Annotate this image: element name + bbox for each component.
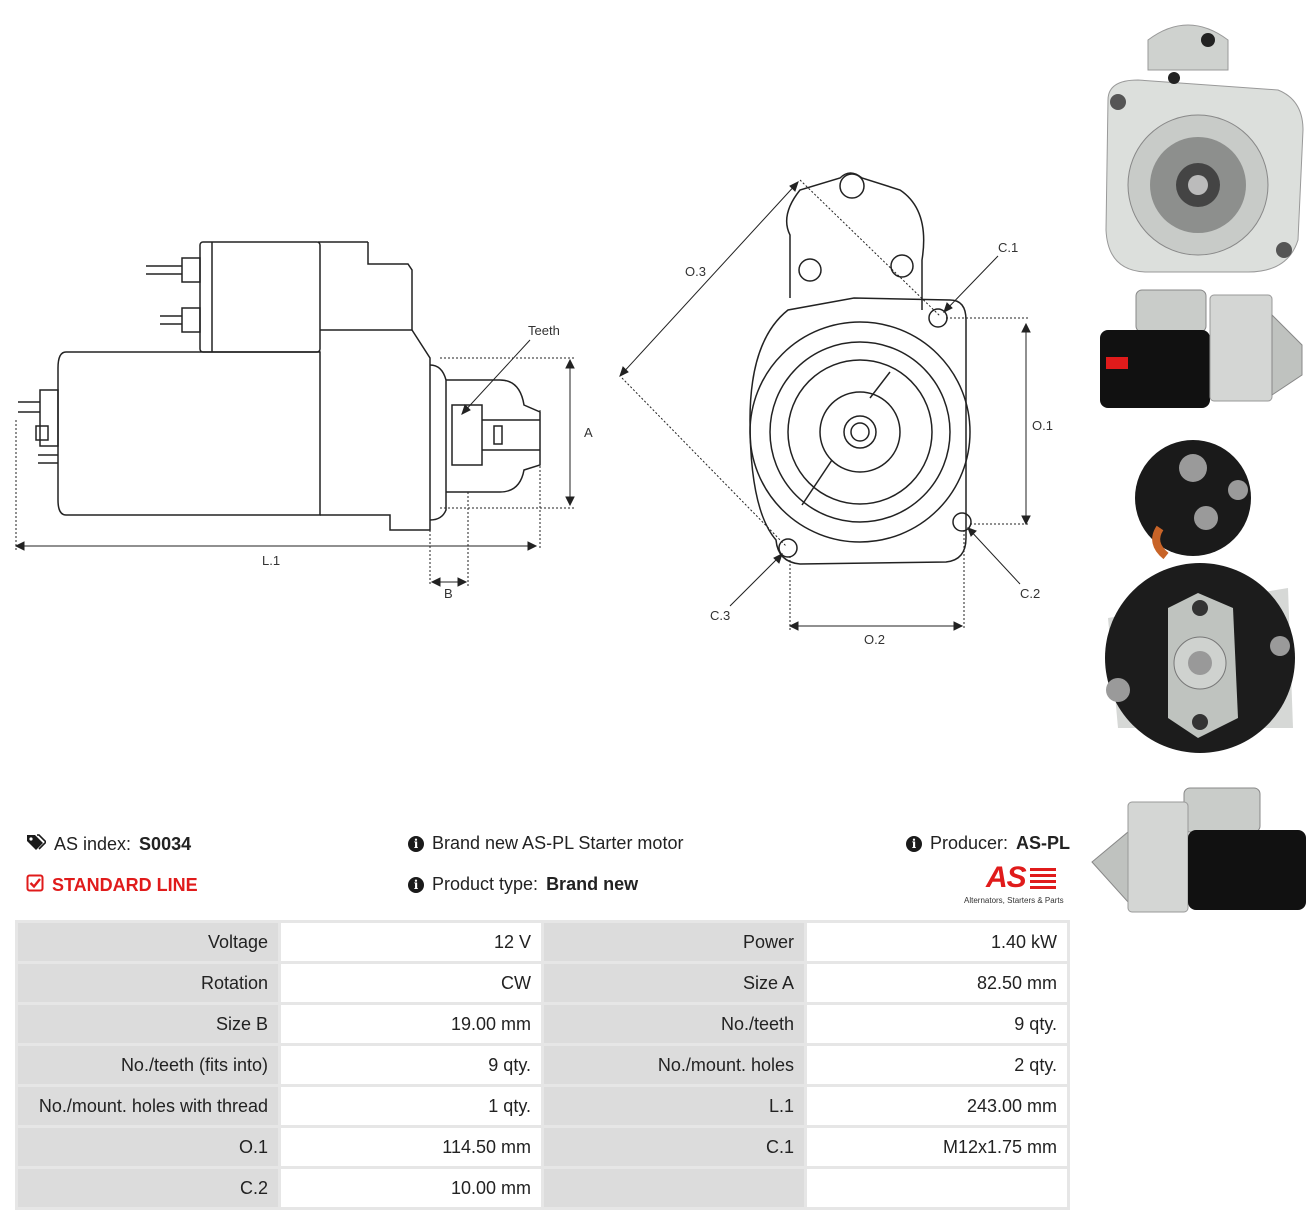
logo-tagline: Alternators, Starters & Parts bbox=[964, 896, 1064, 905]
spec-key: L.1 bbox=[541, 1084, 807, 1128]
label-c3: C.3 bbox=[710, 608, 730, 623]
label-o3: O.3 bbox=[685, 264, 706, 279]
as-index-value: S0034 bbox=[139, 834, 192, 854]
spec-key: C.2 bbox=[15, 1166, 281, 1210]
label-c1: C.1 bbox=[998, 240, 1018, 255]
spec-key: No./mount. holes bbox=[541, 1043, 807, 1087]
front-view-drawing: O.3 C.1 O.1 C.2 C.3 O.2 bbox=[619, 172, 1053, 647]
spec-value: CW bbox=[278, 961, 544, 1005]
info-circle-icon: i bbox=[408, 835, 424, 852]
standard-line-row: STANDARD LINE bbox=[26, 874, 198, 897]
spec-key: No./teeth (fits into) bbox=[15, 1043, 281, 1087]
as-pl-logo: AS Alternators, Starters & Parts bbox=[964, 862, 1068, 908]
logo-text: AS bbox=[986, 861, 1027, 894]
spec-value: M12x1.75 mm bbox=[804, 1125, 1070, 1169]
spec-key: No./teeth bbox=[541, 1002, 807, 1046]
spec-key: C.1 bbox=[541, 1125, 807, 1169]
as-index-label: AS index: bbox=[54, 834, 132, 854]
product-type-value: Brand new bbox=[546, 874, 639, 894]
spec-value: 9 qty. bbox=[278, 1043, 544, 1087]
label-a: A bbox=[584, 425, 593, 440]
spec-value: 1 qty. bbox=[278, 1084, 544, 1128]
label-teeth: Teeth bbox=[528, 323, 560, 338]
spec-value: 19.00 mm bbox=[278, 1002, 544, 1046]
product-type-label: Product type: bbox=[432, 874, 539, 894]
spec-key: Voltage bbox=[15, 920, 281, 964]
spec-key: No./mount. holes with thread bbox=[15, 1084, 281, 1128]
as-index-row: AS index: S0034 bbox=[26, 833, 191, 856]
spec-key bbox=[541, 1166, 807, 1210]
spec-value: 2 qty. bbox=[804, 1043, 1070, 1087]
spec-value: 243.00 mm bbox=[804, 1084, 1070, 1128]
label-b: B bbox=[444, 586, 453, 601]
spec-value: 9 qty. bbox=[804, 1002, 1070, 1046]
brand-text: Brand new AS-PL Starter motor bbox=[432, 833, 684, 853]
producer-label: Producer: bbox=[930, 833, 1009, 853]
photo-rear bbox=[1088, 428, 1310, 778]
label-c2: C.2 bbox=[1020, 586, 1040, 601]
info-circle-icon: i bbox=[906, 835, 922, 852]
logo-stripes bbox=[1030, 868, 1056, 890]
tags-icon bbox=[26, 833, 48, 856]
info-circle-icon: i bbox=[408, 876, 424, 893]
side-view-drawing: Teeth A L.1 B bbox=[14, 241, 593, 601]
photo-side-left bbox=[1088, 285, 1310, 415]
spec-key: Rotation bbox=[15, 961, 281, 1005]
label-l1: L.1 bbox=[262, 553, 280, 568]
spec-value bbox=[804, 1166, 1070, 1210]
product-type-row: i Product type: Brand new bbox=[408, 874, 638, 895]
standard-line-label: STANDARD LINE bbox=[52, 875, 198, 895]
spec-key: Size B bbox=[15, 1002, 281, 1046]
spec-key: Size A bbox=[541, 961, 807, 1005]
table-row: No./teeth (fits into)9 qty.No./mount. ho… bbox=[15, 1043, 1070, 1087]
check-square-icon bbox=[26, 874, 44, 897]
spec-key: O.1 bbox=[15, 1125, 281, 1169]
spec-value: 12 V bbox=[278, 920, 544, 964]
brand-row: i Brand new AS-PL Starter motor bbox=[408, 833, 683, 854]
label-o1: O.1 bbox=[1032, 418, 1053, 433]
producer-row: i Producer: AS-PL bbox=[906, 833, 1070, 854]
spec-value: 114.50 mm bbox=[278, 1125, 544, 1169]
spec-value: 82.50 mm bbox=[804, 961, 1070, 1005]
spec-value: 1.40 kW bbox=[804, 920, 1070, 964]
spec-key: Power bbox=[541, 920, 807, 964]
label-o2: O.2 bbox=[864, 632, 885, 647]
photo-front bbox=[1088, 10, 1310, 280]
photo-side-right bbox=[1088, 782, 1310, 922]
spec-value: 10.00 mm bbox=[278, 1166, 544, 1210]
producer-value: AS-PL bbox=[1016, 833, 1071, 853]
